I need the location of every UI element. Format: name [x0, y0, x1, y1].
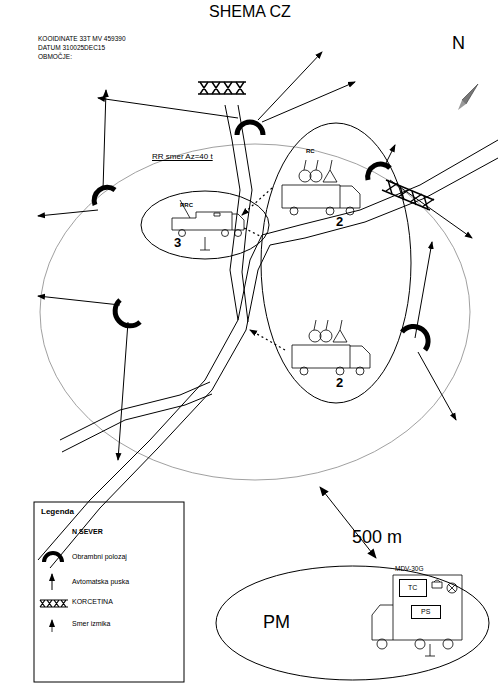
datetime-note: DATUM 310025DEC15	[38, 44, 105, 51]
box-label: PS	[421, 608, 430, 616]
azimuth-note: RR smer Az=40 t	[152, 153, 213, 162]
legend-entry: Avtomatska puska	[72, 578, 129, 586]
legend-title: Legenda	[41, 508, 74, 517]
equipment-box: TC	[399, 579, 427, 597]
vehicle-label: RC	[306, 148, 315, 155]
diagram-title: SHEMA CZ	[209, 3, 291, 21]
callout-number: 2	[336, 376, 343, 390]
coordinates-note: KOOIDINATE 33T MV 459390	[38, 35, 126, 42]
equipment-box: PS	[411, 605, 441, 619]
callout-number: 3	[174, 236, 181, 250]
callout-number: 2	[336, 215, 343, 229]
unit-area: RRC 3	[140, 190, 270, 260]
legend-entry: Smer izmika	[72, 620, 111, 628]
legend-entry: Obrambni polozaj	[72, 553, 127, 561]
legend-entry: KORCETINA	[72, 598, 113, 606]
area-note: OBMOČJE:	[38, 53, 72, 60]
legend-entry: N SEVER	[72, 528, 103, 536]
unit-area-outline	[260, 122, 412, 404]
command-post-area: PM MDV-30G TC PS	[215, 565, 490, 681]
command-post-area-outline	[215, 565, 490, 681]
unit-area: RC 2 2	[260, 122, 412, 404]
unit-area-outline	[140, 190, 270, 260]
vehicle-label: RRC	[180, 202, 193, 209]
box-label: TC	[408, 584, 417, 592]
area-label: PM	[263, 613, 290, 633]
vehicle-label: MDV-30G	[395, 565, 424, 572]
north-label: N	[452, 34, 465, 54]
distance-label: 500 m	[352, 528, 402, 548]
